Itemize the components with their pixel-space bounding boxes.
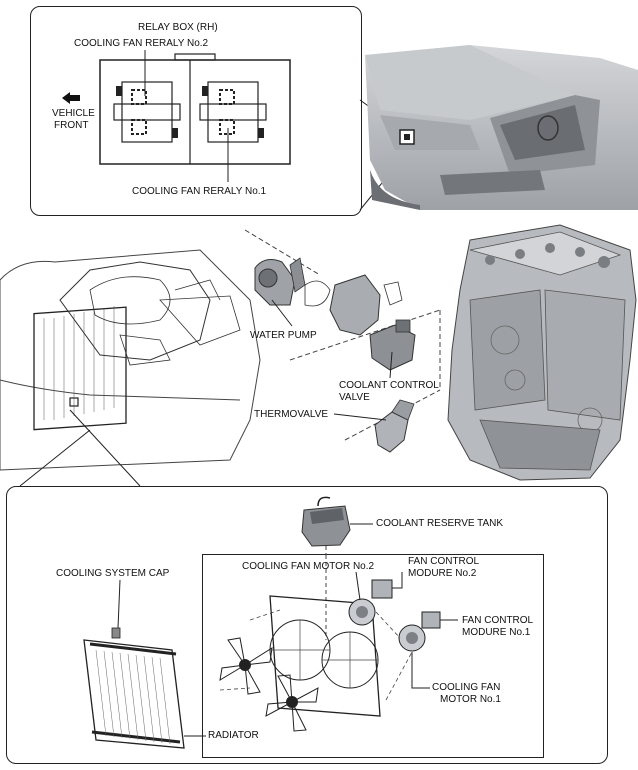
coolant-control-valve-shape [369, 319, 416, 371]
coolant-reserve-tank-label: COOLANT RESERVE TANK [376, 518, 504, 529]
fan-relay-2-label: COOLING FAN RERALY No.2 [74, 38, 209, 49]
fan-relay-1-label: COOLING FAN RERALY No.1 [132, 186, 267, 197]
fan-blade-2-shape [265, 674, 319, 732]
fan-relay-1-shape [199, 81, 267, 143]
vehicle-front-arrow-icon [62, 92, 80, 104]
fan-control-module-2-label-2: MODURE No.2 [408, 568, 477, 579]
fan-motor-1-shape [398, 624, 426, 652]
relay-box-label: RELAY BOX (RH) [138, 22, 218, 33]
radiator-shape [83, 627, 185, 749]
fan-control-module-1-label-1: FAN CONTROL [462, 615, 534, 626]
coolant-control-valve-label-2: VALVE [339, 392, 370, 403]
fan-motor-1-label-1: COOLING FAN [432, 682, 501, 693]
cooling-system-cap-label: COOLING SYSTEM CAP [56, 568, 170, 579]
fan-motor-2-shape [348, 598, 376, 626]
fan-control-module-2-label-1: FAN CONTROL [408, 556, 480, 567]
cooling-system-inset-panel [6, 486, 608, 764]
vehicle-front-label-1: VEHICLE [52, 108, 95, 119]
fan-motor-1-label-2: MOTOR No.1 [440, 694, 501, 705]
relay-box-tab [174, 53, 216, 61]
fan-motor-2-label: COOLING FAN MOTOR No.2 [242, 561, 375, 572]
coolant-control-valve-label-1: COOLANT CONTROL [339, 380, 439, 391]
radiator-label: RADIATOR [208, 730, 259, 741]
vehicle-front-label-2: FRONT [54, 120, 89, 131]
relay-box-inset-panel [30, 6, 362, 216]
water-pump-shape [254, 257, 306, 306]
fan-control-module-1-label-2: MODURE No.1 [462, 627, 531, 638]
thermovalve-label: THERMOVALVE [254, 409, 329, 420]
fan-shroud-shape [269, 595, 381, 717]
fan-relay-2-shape [113, 81, 181, 143]
fan-assembly-subpanel [202, 554, 544, 758]
fan-blade-1-shape [219, 637, 273, 695]
water-pump-label: WATER PUMP [250, 330, 317, 341]
fan-control-module-2-shape [371, 579, 393, 599]
thermovalve-shape [374, 399, 415, 453]
coolant-reserve-tank-shape [301, 496, 351, 547]
fan-control-module-1-shape [421, 611, 441, 629]
radiator-in-car [33, 306, 127, 431]
